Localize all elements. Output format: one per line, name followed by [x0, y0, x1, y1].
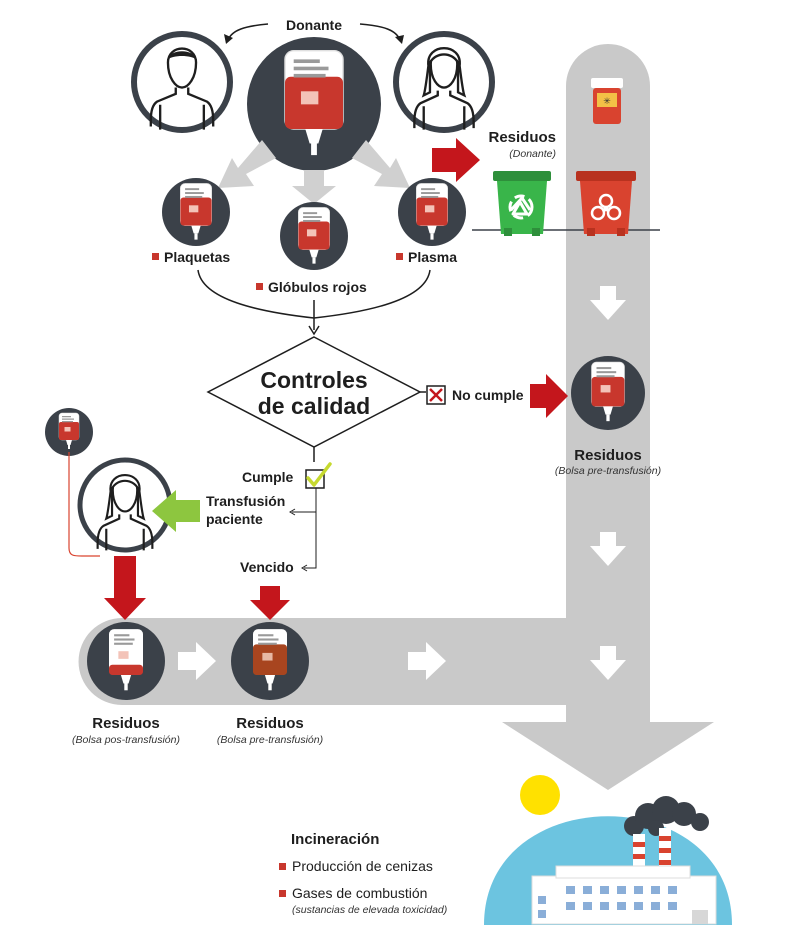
passes-branch: Cumple Transfusión paciente Vencido: [206, 447, 332, 575]
red-arrow-down: [104, 556, 146, 620]
donor-label: Donante: [286, 17, 342, 33]
pre-waste-bottom-subtitle: (Bolsa pre-transfusión): [217, 734, 323, 746]
female-donor-icon: [393, 31, 495, 133]
plasma-bag-icon: [398, 178, 466, 246]
green-arrow-left: [152, 490, 200, 532]
quality-label-line1: Controles: [260, 367, 367, 393]
expired-label: Vencido: [240, 559, 294, 575]
transfusion-label-line1: Transfusión: [206, 493, 285, 509]
right-arrow-icon: [408, 642, 446, 680]
cross-box-icon: [426, 385, 446, 405]
red-arrow-down: [250, 586, 290, 620]
iv-bag-icon: [45, 408, 93, 456]
transfusion-label-line2: paciente: [206, 511, 263, 527]
split-arrow-right: [352, 140, 410, 188]
main-blood-bag-icon: [247, 37, 381, 171]
donor-waste-title: Residuos: [488, 129, 556, 146]
split-arrow-left: [218, 140, 276, 188]
donor-waste-group: Residuos (Donante) ✳: [432, 78, 660, 236]
svg-text:✳: ✳: [603, 96, 611, 106]
incineration-scene: [484, 775, 732, 925]
smoke-icon: [624, 796, 709, 836]
quality-control: Controles de calidad: [206, 336, 422, 448]
plasma-label: Plasma: [408, 249, 457, 265]
sun-icon: [520, 775, 560, 815]
post-transfusion-waste: Residuos (Bolsa pos-transfusión): [72, 622, 180, 746]
down-arrow-icon: [590, 286, 626, 320]
incineration-item: Producción de cenizas: [292, 858, 433, 874]
pipe-flow-arrows: [178, 286, 626, 680]
red-arrow-right: [530, 374, 568, 418]
biohazard-bin-icon: [576, 171, 636, 236]
patient-group: [45, 408, 290, 620]
red-cells-label: Glóbulos rojos: [268, 279, 367, 295]
male-donor-icon: [131, 31, 233, 133]
incineration-item: Gases de combustión: [292, 885, 427, 901]
fails-branch: No cumple: [420, 374, 568, 418]
incineration-item-note: (sustancias de elevada toxicidad): [292, 904, 447, 916]
pre-transfusion-waste-right: Residuos (Bolsa pre-transfusión): [555, 356, 661, 477]
sharps-container-icon: ✳: [591, 78, 623, 124]
fails-label: No cumple: [452, 387, 524, 403]
platelets-label: Plaquetas: [164, 249, 230, 265]
recycle-bin-icon: [493, 171, 551, 236]
right-arrow-icon: [178, 642, 216, 680]
platelets-bag-icon: [162, 178, 230, 246]
post-waste-subtitle: (Bolsa pos-transfusión): [72, 734, 180, 746]
factory-icon: [531, 828, 717, 925]
red-arrow-right: [432, 138, 480, 182]
pre-waste-right-subtitle: (Bolsa pre-transfusión): [555, 465, 661, 477]
split-arrow-center: [292, 170, 336, 204]
post-waste-title: Residuos: [92, 715, 160, 732]
incineration-title: Incineración: [291, 831, 379, 848]
quality-label-line2: de calidad: [258, 393, 370, 419]
down-arrow-icon: [590, 532, 626, 566]
pre-waste-bottom-title: Residuos: [236, 715, 304, 732]
incineration-legend: Incineración Producción de cenizas Gases…: [279, 831, 447, 916]
passes-label: Cumple: [242, 469, 294, 485]
pre-transfusion-waste-bottom: Residuos (Bolsa pre-transfusión): [217, 622, 323, 746]
red-cells-bag-icon: [280, 202, 348, 270]
down-arrow-icon: [590, 646, 626, 680]
donor-waste-subtitle: (Donante): [509, 148, 556, 160]
pre-waste-right-title: Residuos: [574, 447, 642, 464]
check-icon: [305, 462, 332, 489]
patient-icon: [77, 457, 173, 553]
funnel-arrow: [502, 700, 714, 790]
donor-section: Donante: [131, 17, 495, 336]
horizontal-pipe: [78, 618, 650, 705]
